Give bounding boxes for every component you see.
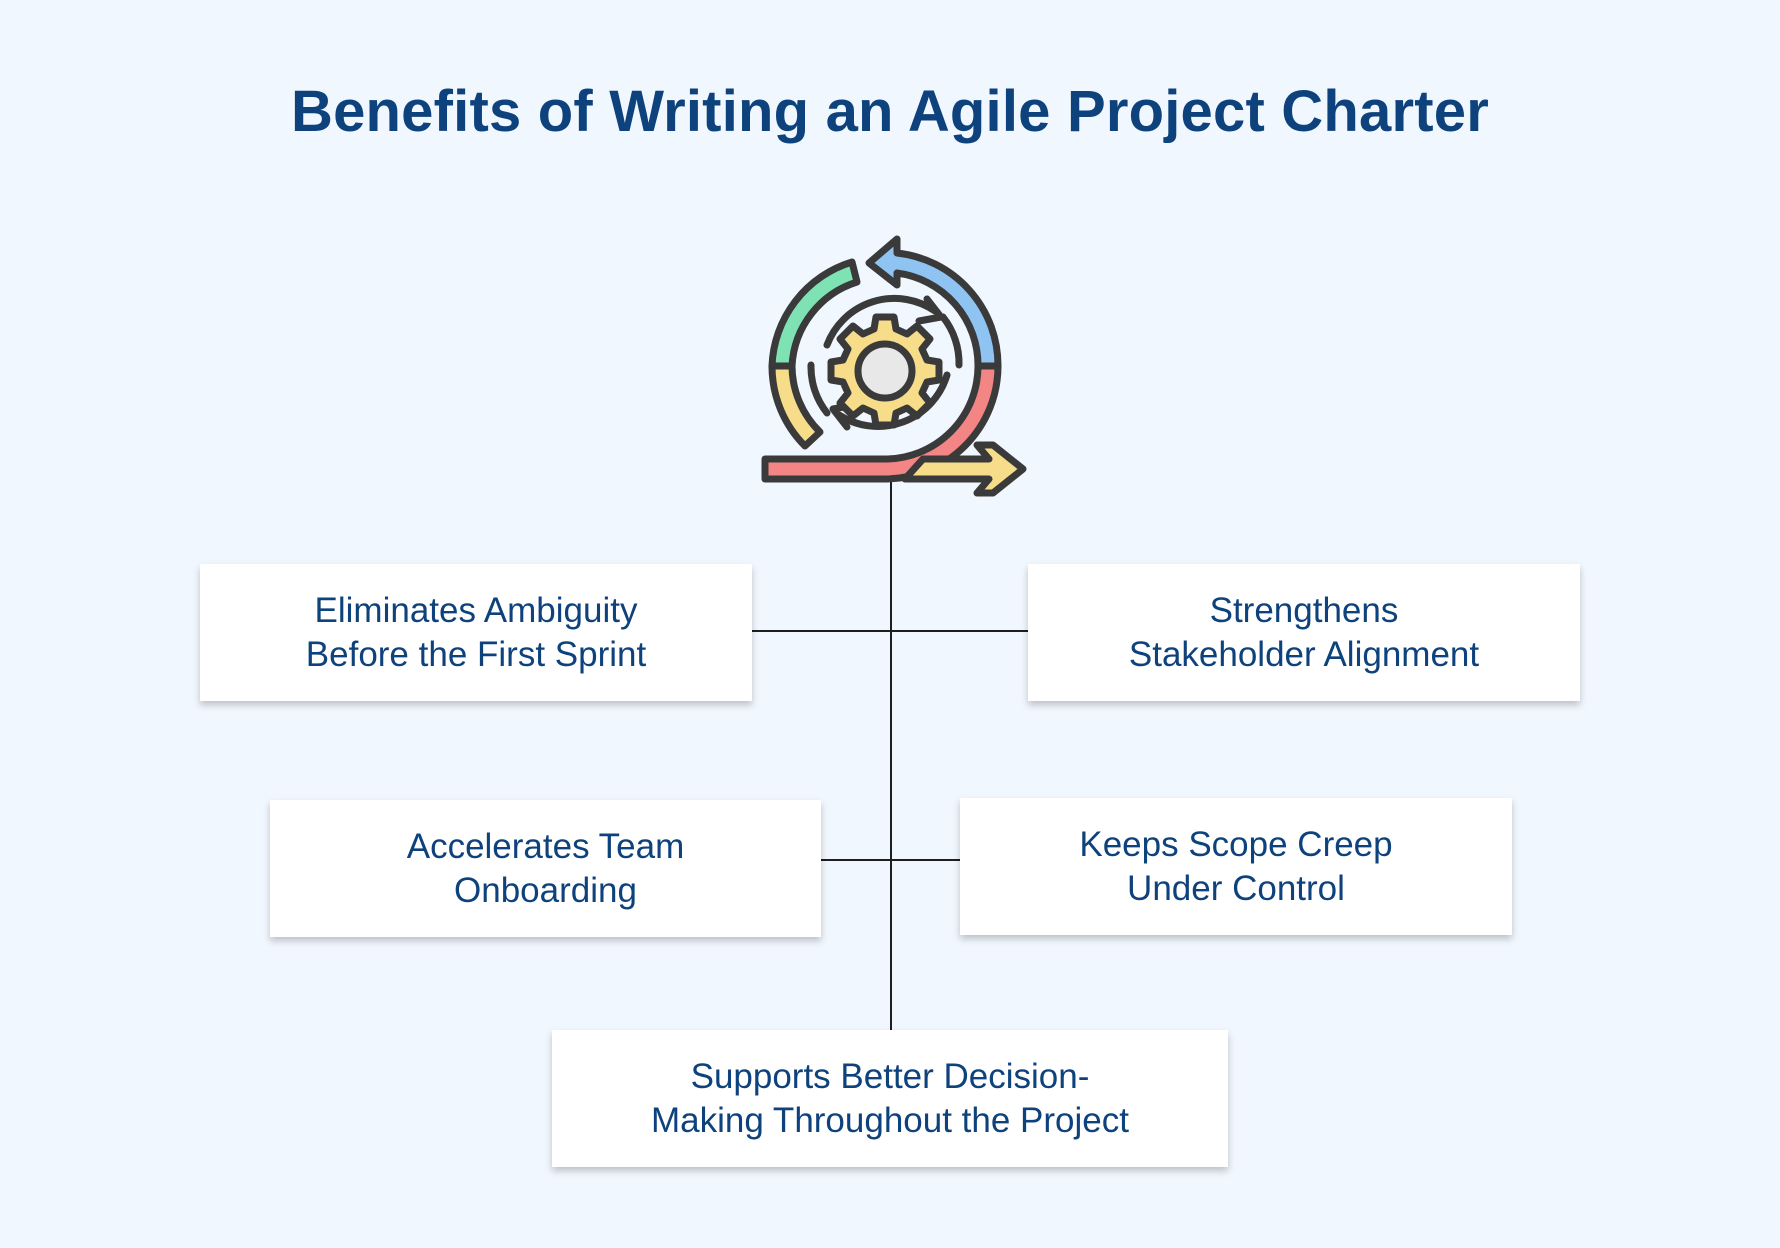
- diagram-title: Benefits of Writing an Agile Project Cha…: [291, 79, 1489, 144]
- benefit-label: Eliminates Ambiguity Before the First Sp…: [305, 590, 647, 674]
- benefit-label: Supports Better Decision- Making Through…: [651, 1056, 1129, 1140]
- benefit-card-eliminates-ambiguity: Eliminates Ambiguity Before the First Sp…: [200, 564, 752, 701]
- benefit-label: Keeps Scope Creep Under Control: [1079, 824, 1393, 908]
- benefit-card-scope-creep: Keeps Scope Creep Under Control: [960, 798, 1512, 935]
- benefit-label: Accelerates Team Onboarding: [406, 826, 685, 910]
- benefit-card-team-onboarding: Accelerates Team Onboarding: [270, 800, 821, 937]
- agile-cycle-gear-icon: [745, 225, 1055, 505]
- benefit-card-stakeholder-alignment: Strengthens Stakeholder Alignment: [1028, 564, 1580, 701]
- benefit-card-decision-making: Supports Better Decision- Making Through…: [552, 1030, 1228, 1167]
- benefit-label: Strengthens Stakeholder Alignment: [1128, 590, 1480, 674]
